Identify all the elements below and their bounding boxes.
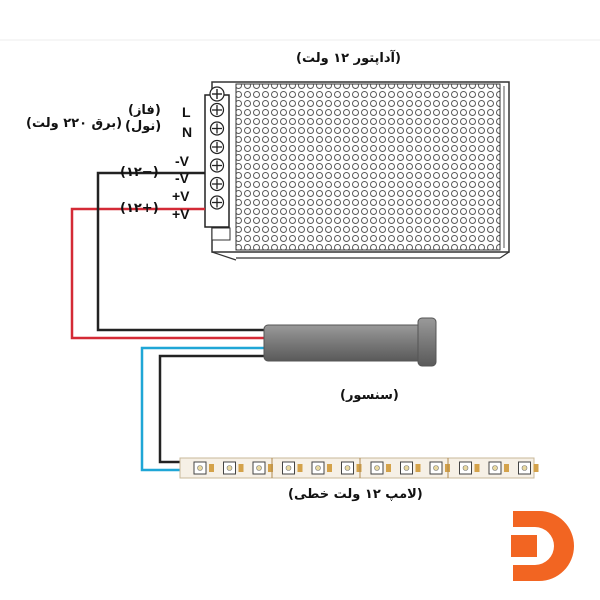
resistor <box>209 464 214 472</box>
resistor <box>327 464 332 472</box>
sensor-tube <box>263 317 437 367</box>
resistor <box>504 464 509 472</box>
resistor <box>268 464 273 472</box>
wire-positive <box>70 207 290 340</box>
terminal-label-pos-2: +V <box>172 206 190 222</box>
terminal-label-pos-1: +V <box>172 188 190 204</box>
neutral-label: (نول) <box>125 119 162 134</box>
mains-label: (برق ۲۲۰ ولت) <box>26 116 123 131</box>
terminal-label-l: L <box>182 104 191 120</box>
resistor <box>533 464 539 472</box>
negative-12v-label: (۱۲−) <box>120 165 159 180</box>
led-strip <box>179 457 539 479</box>
page-title: (آداپتور ۱۲ ولت) <box>296 51 401 66</box>
terminal-block <box>204 86 230 228</box>
wires <box>70 171 290 472</box>
wire-blue <box>140 346 290 472</box>
adapter-box <box>211 81 510 261</box>
phase-label: (فاز) <box>128 103 161 118</box>
terminal-label-neg-1: -V <box>175 153 189 169</box>
screw-terminal-icon <box>209 86 225 102</box>
resistor <box>238 464 244 472</box>
brand-logo-icon <box>511 511 574 581</box>
resistor <box>474 464 480 472</box>
strip-label: (لامپ ۱۲ ولت خطی) <box>288 487 423 502</box>
resistor <box>356 464 362 472</box>
resistor <box>415 464 421 472</box>
wire-black-strip <box>158 354 290 464</box>
terminal-label-neg-2: -V <box>175 170 189 186</box>
wire-negative <box>96 171 290 332</box>
positive-12v-label: (۱۲+) <box>120 201 159 216</box>
resistor <box>386 464 391 472</box>
terminal-label-n: N <box>182 124 193 140</box>
resistor <box>297 464 303 472</box>
sensor-label: (سنسور) <box>340 388 399 403</box>
